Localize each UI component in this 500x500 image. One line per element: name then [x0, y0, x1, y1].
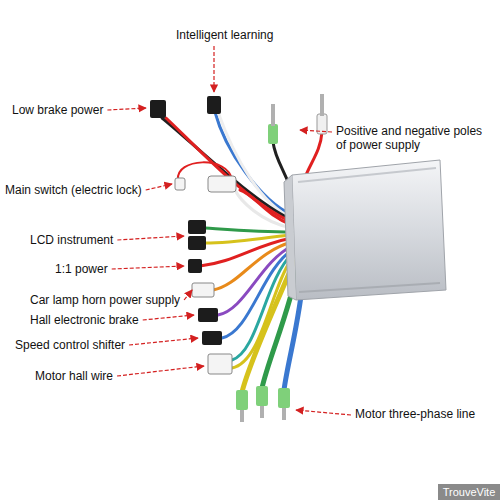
label-text: Intelligent learning	[176, 28, 273, 42]
callout-label: Motor three-phase line	[355, 407, 475, 421]
label-holder: Speed control shifter	[15, 335, 125, 353]
leader-arrow	[129, 338, 198, 345]
label-holder: 1:1 power	[55, 259, 108, 277]
power-terminals	[268, 94, 327, 144]
callout-label: Main switch (electric lock)	[5, 183, 142, 197]
controller-housing	[284, 160, 446, 300]
label-holder: Hall electronic brake	[30, 310, 139, 328]
connectors	[150, 96, 236, 374]
callout-label: Motor hall wire	[35, 369, 113, 383]
leader-arrow	[300, 130, 332, 132]
leader-arrow	[112, 266, 184, 269]
callout-label: Low brake power	[12, 103, 103, 117]
label-holder: Main switch (electric lock)	[5, 180, 142, 198]
callout-label: Positive and negative poles of power sup…	[336, 124, 486, 152]
leader-arrow	[213, 46, 214, 92]
watermark-text: TrouveVite	[438, 484, 500, 500]
label-holder: Motor three-phase line	[355, 404, 475, 422]
leader-arrow	[117, 366, 204, 376]
label-holder: Intelligent learning	[176, 25, 273, 43]
label-holder: TrouveVite	[438, 484, 500, 500]
phase-terminals	[236, 386, 290, 422]
label-holder: Positive and negative poles of power sup…	[336, 124, 486, 153]
label-holder: Car lamp horn power supply	[30, 290, 180, 308]
leader-arrow	[107, 108, 146, 110]
leader-arrow	[146, 184, 172, 190]
callout-label: Hall electronic brake	[30, 313, 139, 327]
callout-label: 1:1 power	[55, 262, 108, 276]
leader-arrow	[117, 236, 184, 240]
callout-label: LCD instrument	[30, 233, 113, 247]
leader-arrow	[296, 410, 351, 415]
callout-label: Speed control shifter	[15, 338, 125, 352]
leader-arrow	[143, 315, 194, 320]
callout-label: Car lamp horn power supply	[30, 293, 180, 307]
label-holder: Low brake power	[12, 100, 103, 118]
leader-arrow	[184, 290, 192, 300]
label-holder: Motor hall wire	[35, 366, 113, 384]
label-holder: LCD instrument	[30, 230, 113, 248]
